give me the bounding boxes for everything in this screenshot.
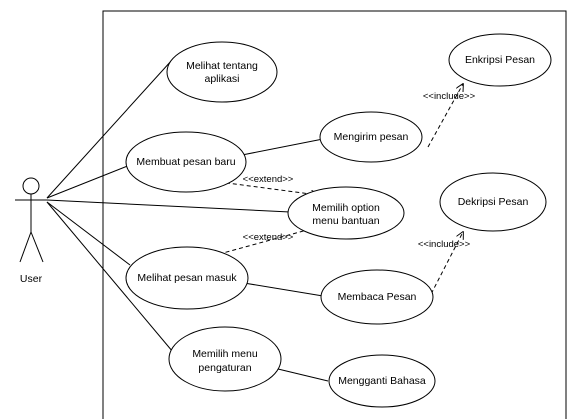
- usecase-membuat-pesan: [125, 131, 247, 193]
- include-label-1: <<include>>: [423, 91, 476, 102]
- actor-label: User: [20, 273, 43, 285]
- usecase-memilih-option: [287, 186, 405, 240]
- assoc-melihat-tentang: [46, 59, 173, 199]
- actor-right-leg: [30, 231, 44, 263]
- assoc-memilih-option: [46, 199, 291, 213]
- assoc-memilih-menu: [46, 201, 179, 359]
- usecase-melihat-tentang-label-2: aplikasi: [204, 73, 239, 85]
- include-label-2: <<include>>: [418, 239, 471, 250]
- usecase-mengirim-pesan-label: Mengirim pesan: [334, 131, 409, 143]
- usecase-membaca-pesan: [320, 269, 434, 325]
- assoc-membuat-pesan: [46, 164, 131, 199]
- usecase-membuat-pesan-label: Membuat pesan baru: [136, 156, 235, 168]
- usecase-mengganti-bahasa: [328, 354, 436, 408]
- usecase-mengirim-pesan: [319, 111, 423, 163]
- usecase-memilih-option-label-2: menu bantuan: [312, 215, 379, 227]
- usecase-melihat-pesan: [125, 246, 249, 310]
- include-arrow-2: [427, 232, 463, 301]
- assoc-memilih-mengganti: [277, 368, 329, 382]
- usecase-memilih-menu: [168, 326, 282, 392]
- usecase-enkripsi-pesan-label: Enkripsi Pesan: [465, 54, 535, 66]
- usecase-membaca-pesan-label: Membaca Pesan: [338, 291, 417, 303]
- assoc-melihat-membaca: [243, 282, 324, 297]
- usecase-melihat-tentang-label-1: Melihat tentang: [186, 60, 258, 72]
- usecase-dekripsi-pesan: [439, 172, 547, 232]
- usecase-dekripsi-pesan-label: Dekripsi Pesan: [458, 196, 529, 208]
- extend-label-2: <<extend>>: [243, 232, 294, 243]
- usecase-mengganti-bahasa-label: Mengganti Bahasa: [338, 375, 426, 387]
- extend-arrow-2: [211, 227, 318, 257]
- usecase-memilih-menu-label-2: pengaturan: [198, 362, 251, 374]
- actor-head: [22, 177, 40, 195]
- usecase-memilih-option-label-1: Memilih option: [312, 202, 380, 214]
- usecase-memilih-menu-label-1: Memilih menu: [192, 348, 258, 360]
- assoc-melihat-pesan: [46, 201, 131, 266]
- actor-user: [15, 177, 47, 263]
- usecase-enkripsi-pesan: [448, 33, 552, 87]
- system-boundary: [102, 10, 567, 419]
- assoc-membuat-mengirim: [241, 138, 324, 156]
- extend-arrow-1: [211, 180, 318, 195]
- usecase-melihat-tentang: [166, 41, 278, 103]
- extend-label-1: <<extend>>: [243, 174, 294, 185]
- include-arrow-1: [427, 84, 463, 148]
- usecase-melihat-pesan-label: Melihat pesan masuk: [137, 272, 237, 284]
- actor-left-leg: [19, 231, 32, 263]
